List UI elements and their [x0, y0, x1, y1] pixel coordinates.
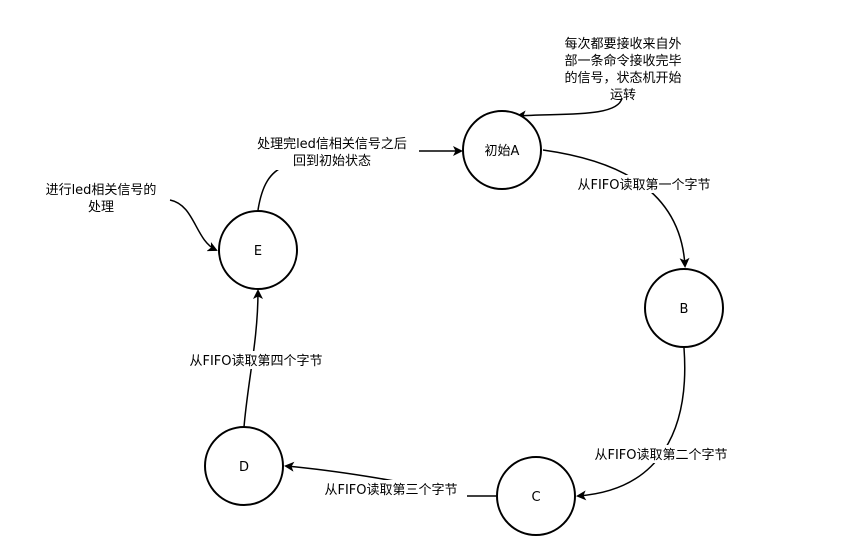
- edge-c-to-d-label-bg: [315, 480, 467, 498]
- edge-c-to-d-label: 从FIFO读取第三个字节: [324, 483, 457, 498]
- edge-e-to-a-label-line-1: 处理完led信相关信号之后: [257, 137, 407, 152]
- node-initial-a: 初始A: [462, 110, 542, 190]
- edge-a-to-b-label: 从FIFO读取第一个字节: [577, 178, 710, 193]
- annotation-external-input-line-3: 的信号，状态机开始: [564, 70, 681, 86]
- annotation-external-input-line-2: 部一条命令接收完毕: [564, 53, 681, 69]
- node-initial-a-label: 初始A: [485, 144, 520, 159]
- edge-e-to-a-label-bg: [246, 134, 419, 170]
- edge-a-to-b-label-bg: [569, 175, 719, 193]
- edge-d-to-e-label: 从FIFO读取第四个字节: [189, 354, 322, 369]
- node-d-label: D: [239, 460, 249, 475]
- annotation-external-input: 每次都要接收来自外 部一条命令接收完毕 的信号，状态机开始 运转: [564, 36, 681, 103]
- node-c: C: [496, 456, 576, 536]
- edge-e-to-a-label-line-2: 回到初始状态: [293, 154, 371, 169]
- node-b-label: B: [680, 302, 689, 317]
- annotation-led-processing-line-1: 进行led相关信号的: [46, 182, 157, 198]
- edge-b-to-c-label-bg: [585, 445, 737, 463]
- node-d: D: [204, 426, 284, 506]
- edge-b-to-c-label: 从FIFO读取第二个字节: [594, 448, 727, 463]
- annotation-external-input-line-1: 每次都要接收来自外: [564, 36, 681, 52]
- edge-led-processing-note: [169, 199, 218, 252]
- annotation-led-processing: 进行led相关信号的 处理: [46, 182, 157, 215]
- edge-b-to-c: [576, 347, 686, 501]
- annotation-external-input-line-4: 运转: [610, 88, 636, 103]
- annotation-led-processing-line-2: 处理: [88, 200, 114, 215]
- node-c-label: C: [531, 490, 540, 505]
- node-e-label: E: [254, 244, 262, 259]
- edge-external-input: [516, 97, 623, 121]
- edge-d-to-e-label-bg: [180, 351, 332, 369]
- node-e: E: [218, 210, 298, 290]
- edge-a-to-b: [542, 149, 690, 268]
- node-b: B: [644, 268, 724, 348]
